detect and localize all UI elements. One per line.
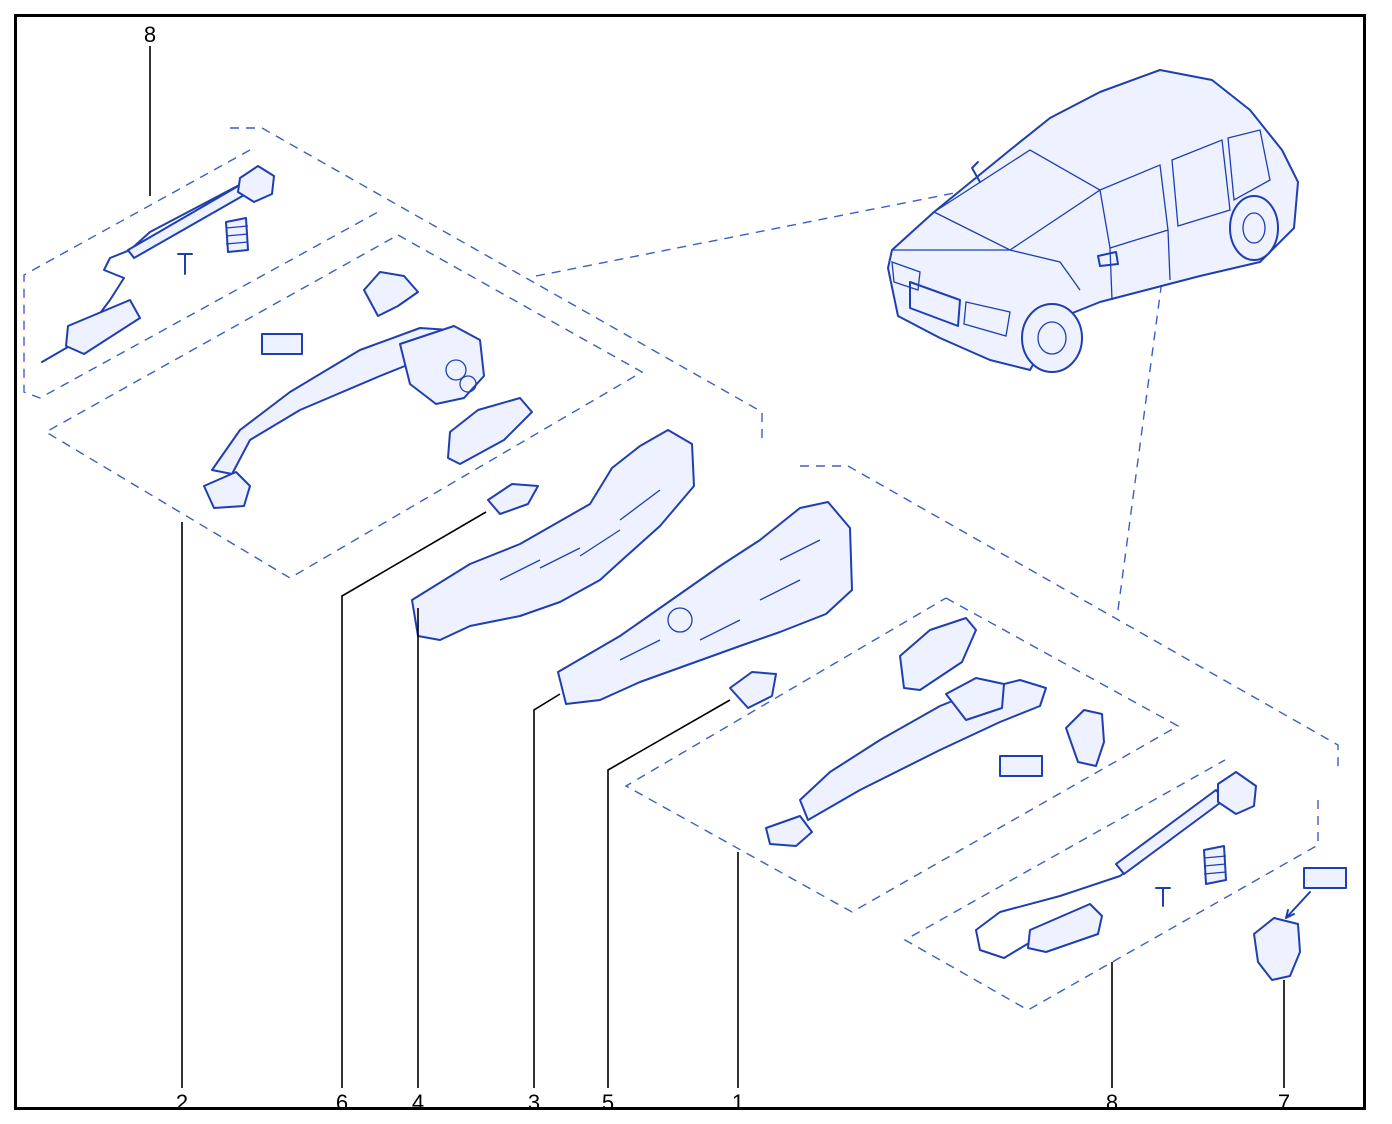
top-cable-assembly [41,165,275,363]
bottom-lock-barrel [1217,771,1257,815]
cap-label-tag [1303,867,1347,889]
outline-group-top-handle [44,234,644,579]
car-headlight-right [963,301,1011,337]
top-bracket [411,429,695,641]
car-antenna [971,161,981,183]
callout-2: 2 [176,1090,188,1115]
bottom-handle-assembly [765,617,1105,847]
top-gasket [447,397,533,465]
top-handle-mount [203,471,251,509]
car-hood [892,249,1081,291]
leader-lines [149,46,1285,1088]
bottom-bracket-ribs [619,539,821,661]
car-front-wheel [1021,303,1083,373]
callout-4: 4 [412,1090,424,1115]
outline-group-bottom-cable [903,759,1319,1011]
callout-8-top: 8 [144,22,156,47]
bottom-label-tag [999,755,1043,777]
car-rear-wheel-hub [1242,212,1266,244]
outline-group-bottom-handle [624,597,1180,913]
callout-labels: 8 2 6 4 3 5 1 8 7 [144,22,1290,1115]
pointer-line-to-car-left [535,177,1031,277]
callout-5: 5 [602,1090,614,1115]
top-handle-gear-2 [459,375,477,393]
callout-3: 3 [528,1090,540,1115]
bottom-handle-mount [765,815,813,847]
bottom-spring-coils [1203,855,1227,875]
top-handle-mechanism [399,325,485,405]
bottom-cable-connector [1027,903,1103,953]
bottom-bracket-part [557,501,853,705]
leader-6 [341,511,487,1088]
top-handle-gear-1 [445,359,467,381]
leader-5 [607,699,731,1088]
bottom-handle-mechanism [945,677,1005,721]
car-rear-wheel [1229,195,1279,261]
top-handle-assembly [203,271,539,515]
leader-3 [533,693,561,1088]
cap-arrow [1285,891,1311,919]
pointer-line-to-car-right [1117,249,1167,611]
top-label-tag [261,333,303,355]
car-front-wheel-hub [1037,321,1067,355]
car-illustration [887,69,1299,373]
outline-group-top-cable [23,149,379,399]
top-small-seal [487,483,539,515]
top-spring-coils [225,225,249,245]
dashed-outlines [23,127,1339,1011]
top-bracket-part [411,429,695,641]
right-end-cap [1253,917,1301,981]
car-side-window-quarter [1227,129,1271,202]
top-end-cap [363,271,419,317]
bottom-screw [1155,887,1171,907]
bottom-gasket [899,617,977,691]
car-grille [909,281,961,327]
top-lock-barrel [237,165,275,203]
bottom-small-seal [729,671,777,709]
car-door-line [1109,229,1171,301]
car-side-window-rear [1171,139,1231,227]
callout-8-bottom: 8 [1106,1090,1118,1115]
bottom-right-cap-part [1253,867,1347,981]
callout-7: 7 [1278,1090,1290,1115]
callout-1: 1 [732,1090,744,1115]
bottom-cable-assembly [975,771,1257,959]
car-roof-line [1009,69,1161,151]
bottom-bracket-bolt [667,607,693,633]
top-cable-connector [65,299,141,355]
outline-group-bottom-outer [800,465,1339,772]
outline-group-top-outer [230,127,763,442]
bottom-bracket [557,501,853,705]
callout-6: 6 [336,1090,348,1115]
bottom-outer-handle [799,679,1047,821]
top-screw [177,253,193,275]
top-bracket-ribs [499,489,661,581]
bottom-end-cap [1065,709,1105,767]
car-headlight-left [891,261,921,291]
